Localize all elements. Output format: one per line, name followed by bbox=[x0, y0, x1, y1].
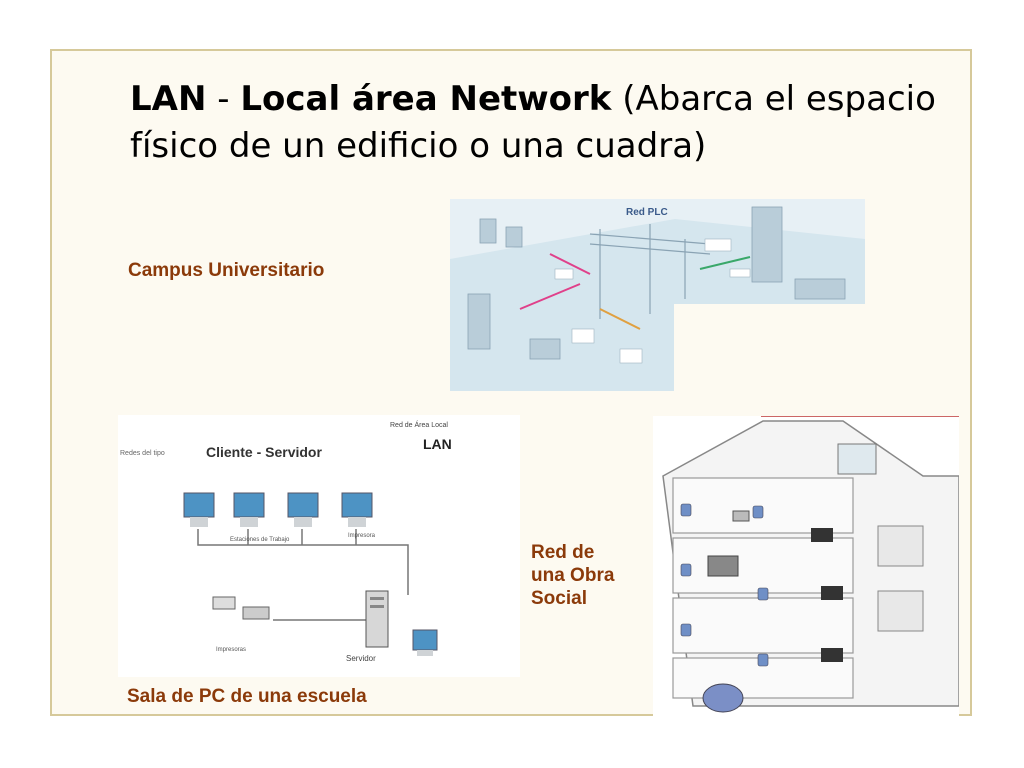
peripherals-label: Impresoras bbox=[216, 647, 246, 653]
tv-icon bbox=[707, 555, 739, 577]
lan-client-server-image: Redes del tipo Cliente - Servidor Red de… bbox=[118, 415, 520, 677]
plc-title: Red PLC bbox=[626, 207, 668, 218]
label-obra-social-line2: una Obra bbox=[531, 565, 615, 586]
lan-client-server-diagram: Redes del tipo Cliente - Servidor Red de… bbox=[120, 420, 452, 663]
buildings-icon bbox=[467, 206, 846, 360]
workstation-computers-icon bbox=[183, 492, 373, 527]
plc-network-diagram: Red PLC bbox=[450, 199, 865, 391]
title-separator: - bbox=[206, 79, 241, 119]
device-boxes-icon bbox=[554, 238, 751, 364]
label-obra-social-line3: Social bbox=[531, 588, 587, 609]
lan-header-small: Redes del tipo bbox=[120, 450, 165, 457]
house-windows bbox=[877, 525, 924, 632]
label-escuela: Sala de PC de una escuela bbox=[127, 686, 367, 707]
router-icon bbox=[732, 510, 750, 522]
label-obra-social-line1: Red de bbox=[531, 542, 595, 563]
server-label: Servidor bbox=[346, 654, 376, 663]
house-network-image bbox=[653, 416, 959, 716]
lan-top-right-big: LAN bbox=[423, 436, 452, 452]
printers-icon bbox=[212, 596, 270, 620]
utility-poles-icon bbox=[589, 224, 711, 319]
link-arrow-orange bbox=[599, 308, 641, 330]
lan-top-right-small: Red de Área Local bbox=[390, 420, 448, 429]
label-campus: Campus Universitario bbox=[128, 260, 325, 281]
house-cutaway-diagram bbox=[662, 416, 959, 713]
link-arrow-pink-2 bbox=[549, 253, 591, 275]
plc-network-image: Red PLC bbox=[450, 199, 865, 391]
server-icon bbox=[365, 590, 438, 656]
lan-header-big: Cliente - Servidor bbox=[206, 444, 322, 460]
link-arrow-pink bbox=[519, 283, 581, 310]
laptops-icon bbox=[811, 528, 843, 662]
modem-icon bbox=[702, 683, 744, 713]
workstations-label: Estaciones de Trabajo bbox=[230, 537, 290, 543]
network-cable bbox=[197, 529, 409, 595]
title-local-area-network: Local área Network bbox=[240, 79, 612, 119]
printer-label: Impresora bbox=[348, 533, 376, 539]
link-arrow-green bbox=[699, 256, 751, 270]
title-lan: LAN bbox=[130, 79, 207, 119]
house-floors bbox=[672, 477, 854, 699]
solar-panel-icon bbox=[837, 443, 877, 475]
label-obra-social: Red de una Obra Social bbox=[531, 541, 651, 610]
slide-title: LAN - Local área Network (Abarca el espa… bbox=[130, 76, 990, 170]
plc-adapters-icon bbox=[680, 503, 769, 667]
title-description: (Abarca el espacio físico de un edificio… bbox=[130, 79, 936, 166]
